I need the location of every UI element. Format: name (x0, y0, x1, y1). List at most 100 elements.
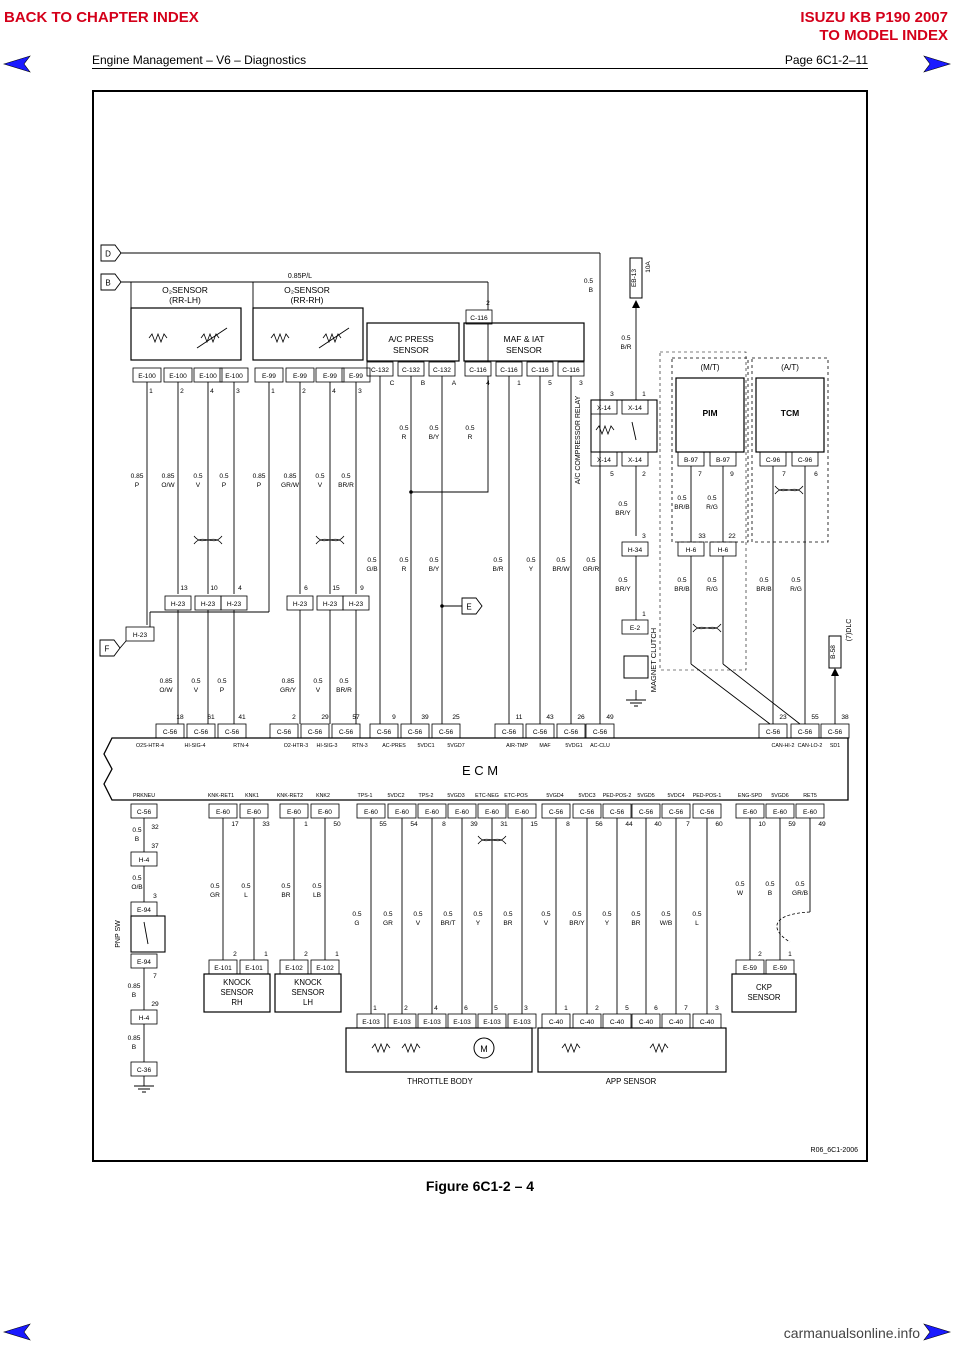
prkneu-wire-3: 0.85 (128, 983, 141, 990)
ecm-bottom-signal: 5VGD4 (546, 793, 563, 799)
o2-sensor-rr-rh-connector-label: E-99 (293, 373, 307, 380)
mid-wire-color: BR/W (552, 566, 570, 573)
ecm-top-signal: 5VDC1 (417, 743, 434, 749)
o2-sensor-rr-lh-pin-1: 1 (149, 388, 153, 395)
throttle-ecm-pin: 54 (410, 821, 418, 828)
knock-sensor-lh-e60-connector-label: E-60 (318, 809, 332, 816)
c96-connector-label: C-96 (798, 457, 813, 464)
o2-rh-wire: 0.5 (341, 473, 350, 480)
ecm-bottom-signal: RET5 (803, 793, 817, 799)
relay-switch-icon (631, 421, 637, 441)
o2-lh-wire-color: P (135, 482, 140, 489)
ecm-bottom-signal: TPS-1 (357, 793, 372, 799)
o2-sensor-rr-lh-connector-label: E-100 (169, 373, 187, 380)
knock-sensor-rh-e60-connector-label: E-60 (247, 809, 261, 816)
ecm-top-signal: MAF (539, 743, 551, 749)
prkneu-wire-4: 0.85 (128, 1035, 141, 1042)
ecm-top-pin: 9 (392, 714, 396, 721)
x14-connector-label: X-14 (628, 457, 642, 464)
o2-sensor-rr-rh-connector-label: E-99 (349, 373, 363, 380)
ecm-body (103, 737, 849, 801)
o2-rh-lower: 0.85 (282, 678, 295, 685)
ecm-top-pin: 23 (779, 714, 787, 721)
app-wire-color: L (695, 920, 699, 927)
ecm-top-pin: 2 (292, 714, 296, 721)
ecm-top-signal: CAN-HI-2 (772, 743, 795, 749)
reference-f-arrow-label: F (105, 645, 110, 654)
e59-pin: 1 (788, 951, 792, 958)
e94-connector-upper-label: E-94 (137, 907, 151, 914)
o2-rh-wire: 0.5 (315, 473, 324, 480)
ecm-top-connector-label: C-56 (277, 729, 292, 736)
o2-sensor-rr-lh-connector-label: E-100 (138, 373, 156, 380)
throttle-wire-color: G (354, 920, 359, 927)
e103-pin: 6 (464, 1005, 468, 1012)
knock-sensor-rh-box (203, 973, 271, 1013)
h23-rh-pin: 6 (304, 585, 308, 592)
ecm-bottom-signal: 5VDC2 (387, 793, 404, 799)
throttle-motor-twisted-pair (477, 835, 507, 845)
pnp-switch-label: PNP SW (115, 920, 122, 948)
ecm-bottom-signal: PED-POS-2 (603, 793, 632, 799)
c116-pin: 3 (579, 380, 583, 387)
section-title: Engine Management – V6 – Diagnostics (92, 53, 307, 67)
arrow-right-icon[interactable] (918, 1322, 952, 1342)
c132-connector-label: C-132 (433, 367, 451, 374)
c132-connector-label: C-132 (402, 367, 420, 374)
o2-rh-lower: 0.5 (339, 678, 348, 685)
diagram-reference-code: R06_6C1-2006 (811, 1147, 859, 1154)
knock-sensor-rh-connector-label: E-101 (245, 965, 263, 972)
ecm-top-pin: 49 (606, 714, 614, 721)
h4-connector-lower-label: H-4 (139, 1015, 150, 1022)
to-model-index-link[interactable]: TO MODEL INDEX (819, 27, 948, 44)
ckp-e60-connector-label: E-60 (743, 809, 757, 816)
app-wire-color: W/B (660, 920, 673, 927)
pim-wire-1: 0.5 (677, 495, 686, 502)
ecm-top-signal: HI-SIG-4 (185, 743, 206, 749)
o2-sensor-rr-rh-pin-3: 3 (358, 388, 362, 395)
ecm-top-connector-label: C-56 (766, 729, 781, 736)
ecm-top-pin: 38 (841, 714, 849, 721)
app-ecm-pin: 8 (566, 821, 570, 828)
knock-sensor-lh-wire-color: LB (313, 892, 322, 899)
e103-pin: 5 (494, 1005, 498, 1012)
ecm-top-signal: RTN-4 (233, 743, 249, 749)
throttle-ecm-pin: 39 (470, 821, 478, 828)
h34-pin: 3 (642, 533, 646, 540)
arrow-right-icon[interactable] (918, 54, 952, 74)
arrow-left-icon[interactable] (2, 1322, 36, 1342)
prkneu-wire-2-color: O/B (131, 884, 143, 891)
ecm-top-connector-label: C-56 (593, 729, 608, 736)
h23-rh-connector-label: H-23 (323, 601, 338, 608)
o2-sensor-rr-lh-element-icon (200, 332, 220, 344)
o2-lh-lower-color: O/W (159, 687, 173, 694)
app-c56-connector-label: C-56 (580, 809, 595, 816)
e103-connector-label: E-103 (453, 1019, 471, 1026)
o2-lh-twisted-pair (193, 535, 223, 545)
c40-pin: 7 (684, 1005, 688, 1012)
pim-lower-wire-1: 0.5 (677, 577, 686, 584)
b97-pin: 9 (730, 471, 734, 478)
mid-wire: 0.5 (586, 557, 595, 564)
o2-sensor-rr-rh-pin-1: 1 (271, 388, 275, 395)
clutch-wire-gauge: 0.5 (618, 577, 627, 584)
ecm-top-signal: HI-SIG-3 (317, 743, 338, 749)
pim-lower-wire-1-color: BR/B (674, 586, 690, 593)
app-c56-connector-label: C-56 (639, 809, 654, 816)
x14-connector-label: X-14 (628, 405, 642, 412)
tcm-wire-1-color: BR/B (756, 586, 772, 593)
c40-connector-label: C-40 (610, 1019, 625, 1026)
reference-d-arrow-label: D (105, 250, 111, 259)
ecm-top-signal: O2-HTR-3 (284, 743, 308, 749)
at-dashed-frame (751, 357, 829, 543)
c116-pin: 4 (486, 380, 490, 387)
x14-pin: 3 (610, 391, 614, 398)
header-rule (92, 68, 868, 69)
o2-sensor-rr-lh-variable-arrow (196, 327, 228, 349)
x14-connector (621, 399, 649, 415)
c132-pin: B (421, 380, 426, 387)
b97-pin: 7 (698, 471, 702, 478)
arrow-left-icon[interactable] (2, 54, 36, 74)
back-to-chapter-index-link[interactable]: BACK TO CHAPTER INDEX (4, 9, 199, 26)
mid-wire: 0.5 (493, 557, 502, 564)
